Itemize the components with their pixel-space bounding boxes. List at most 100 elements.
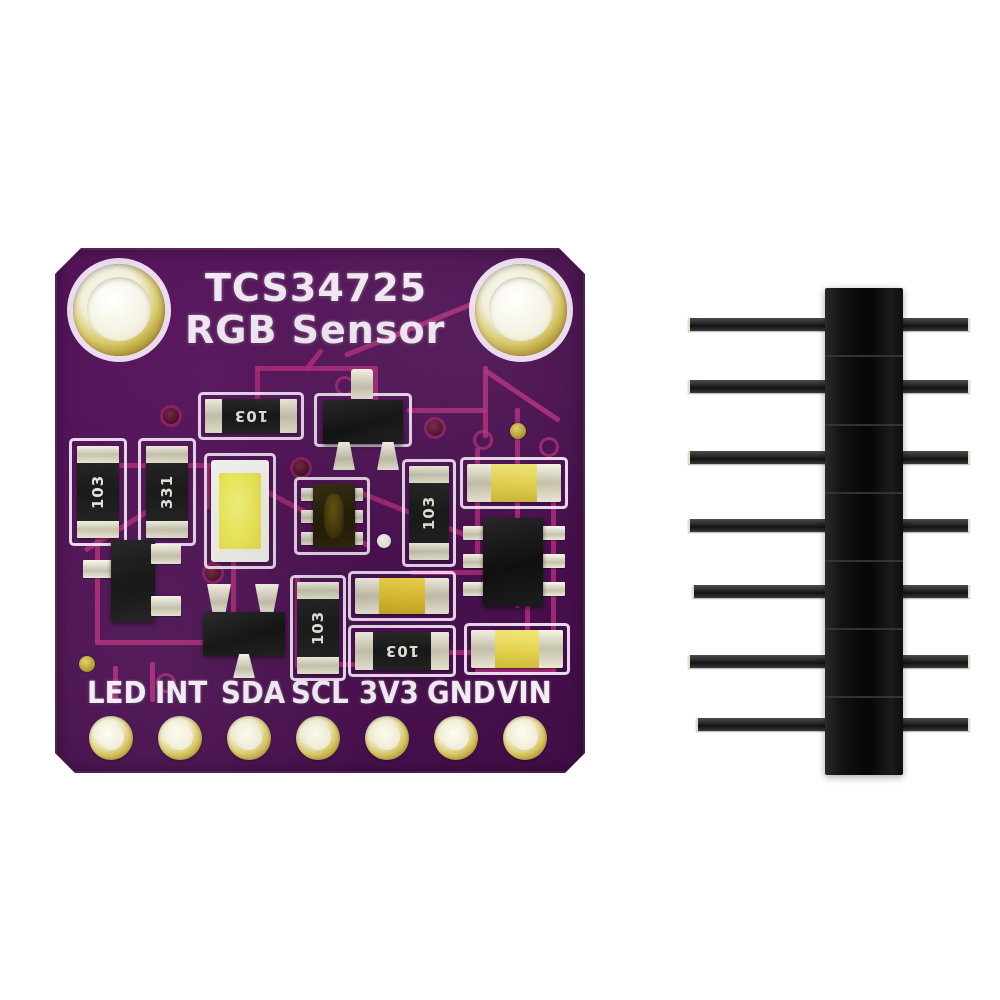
trace	[95, 538, 100, 643]
header-body-segment-line	[825, 628, 903, 630]
header-pin-right	[896, 451, 970, 464]
header-pin-left	[692, 585, 835, 598]
pin-label-scl: SCL	[291, 676, 349, 711]
transistor-pin	[351, 369, 373, 399]
ic-pin	[463, 554, 487, 568]
via	[293, 460, 309, 476]
capacitor-terminal	[539, 630, 563, 668]
regulator-sot23-6	[483, 518, 543, 606]
ic-pin	[541, 526, 565, 540]
via	[476, 433, 490, 447]
header-pin-left	[688, 451, 835, 464]
header-body-segment-line	[825, 560, 903, 562]
transistor-sot23-left	[111, 540, 155, 622]
trace	[95, 640, 235, 645]
ic-pin	[463, 582, 487, 596]
capacitor-terminal	[355, 578, 379, 614]
led-phosphor	[219, 473, 261, 548]
trace	[484, 368, 561, 422]
trace	[475, 668, 555, 673]
header-pin-left	[688, 380, 835, 393]
resistor-terminal	[77, 521, 119, 538]
trace	[373, 366, 378, 416]
transistor-pin	[333, 442, 355, 470]
mounting-hole-bore	[87, 277, 151, 341]
mounting-hole-bore	[489, 277, 553, 341]
resistor-103-right: 103	[409, 466, 449, 560]
trace	[410, 570, 530, 575]
pad-vin	[503, 716, 547, 760]
trace	[115, 463, 265, 468]
pin-label-row: LED INT SDA SCL 3V3 GND VIN	[85, 676, 565, 710]
resistor-marking: 103	[309, 610, 327, 646]
capacitor-terminal	[467, 464, 491, 502]
header-pin-left	[688, 519, 835, 532]
silkscreen-title-line2: RGB Sensor	[185, 308, 446, 352]
header-pin-right	[896, 655, 970, 668]
header-body-segment-line	[825, 492, 903, 494]
pin-label-3v3: 3V3	[359, 676, 419, 711]
resistor-103-left: 103	[77, 446, 119, 538]
transistor-pin	[233, 654, 255, 678]
via	[205, 565, 221, 581]
trace	[113, 666, 118, 704]
trace	[475, 448, 480, 568]
ic-pin	[463, 526, 487, 540]
ic-pin	[541, 582, 565, 596]
tcs34725-breakout-board: TCS34725 RGB Sensor 103	[55, 248, 585, 773]
resistor-terminal	[297, 582, 339, 599]
resistor-terminal	[409, 543, 449, 560]
trace	[231, 498, 236, 648]
resistor-terminal	[77, 446, 119, 463]
header-body-segment-line	[825, 424, 903, 426]
resistor-marking: 103	[420, 495, 438, 531]
capacitor-yellow-2	[355, 578, 449, 614]
pin-label-sda: SDA	[221, 676, 286, 711]
header-pin-right	[896, 380, 970, 393]
trace	[515, 408, 520, 608]
transistor-sot23-bottom	[203, 612, 285, 656]
sensor-lens	[324, 494, 344, 538]
trace	[150, 662, 155, 702]
resistor-terminal	[280, 399, 297, 433]
resistor-103-top: 103	[205, 399, 297, 433]
resistor-marking: 103	[233, 407, 269, 425]
resistor-331: 331	[146, 446, 188, 538]
pin-label-gnd: GND	[427, 676, 496, 711]
header-pin-left	[688, 318, 835, 331]
header-pin-left	[688, 655, 835, 668]
resistor-terminal	[205, 399, 222, 433]
ic-pin	[541, 554, 565, 568]
pad-gnd	[434, 716, 478, 760]
pin-label-vin: VIN	[497, 676, 552, 711]
header-body-segment-line	[825, 355, 903, 357]
resistor-marking: 103	[89, 474, 107, 510]
test-point	[510, 423, 526, 439]
trace	[483, 366, 488, 438]
resistor-103-lower-mid: 103	[355, 632, 449, 670]
mounting-hole-right	[475, 264, 567, 356]
header-pin-right	[896, 585, 970, 598]
pad-scl	[296, 716, 340, 760]
tcs34725-sensor	[313, 484, 355, 548]
resistor-terminal	[146, 521, 188, 538]
capacitor-yellow-1	[467, 464, 561, 502]
capacitor-terminal	[425, 578, 449, 614]
transistor-pin	[151, 544, 181, 564]
test-point-white	[377, 534, 391, 548]
header-pin-right	[896, 318, 970, 331]
resistor-terminal	[355, 632, 373, 670]
resistor-marking: 331	[158, 474, 176, 510]
pad-led	[89, 716, 133, 760]
capacitor-terminal	[537, 464, 561, 502]
via	[427, 420, 443, 436]
resistor-103-lower-left: 103	[297, 582, 339, 674]
test-point	[79, 656, 95, 672]
trace	[407, 408, 487, 413]
transistor-pin	[255, 584, 279, 614]
header-plastic-body	[825, 288, 903, 775]
pad-int	[158, 716, 202, 760]
resistor-terminal	[431, 632, 449, 670]
pad-3v3	[365, 716, 409, 760]
